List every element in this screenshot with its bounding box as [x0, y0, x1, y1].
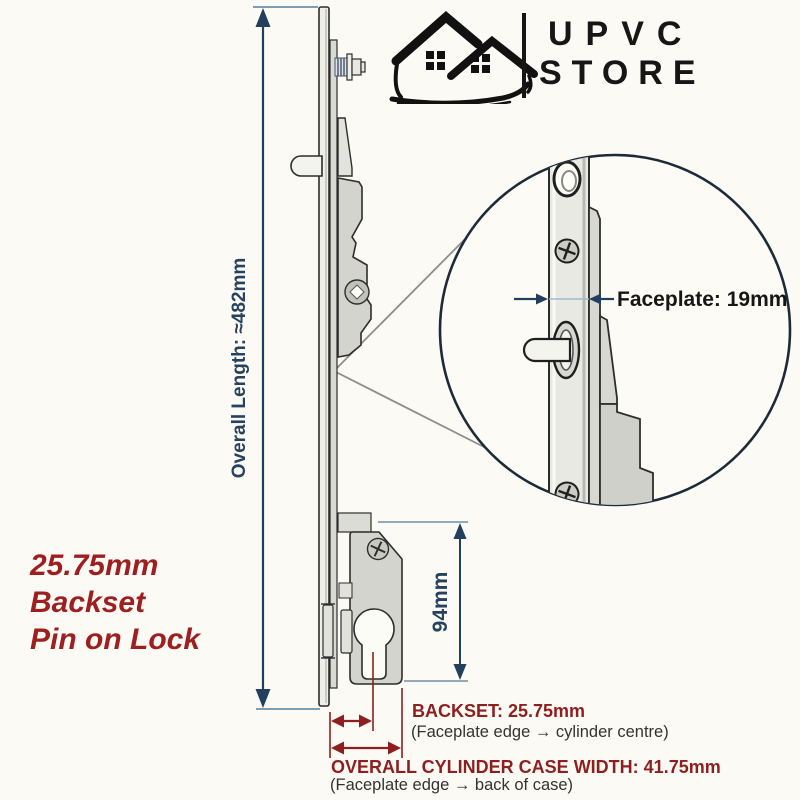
- arrow-up-icon: [255, 8, 271, 27]
- case-height-label: 94mm: [429, 571, 452, 633]
- arrow-right-icon: [388, 741, 401, 755]
- arrow-up-icon: [453, 523, 467, 539]
- case-width-title: OVERALL CYLINDER CASE WIDTH: 41.75mm: [331, 757, 721, 777]
- detail-circle: [438, 153, 792, 507]
- brand-name-bottom: STORE: [539, 54, 706, 92]
- house-logo-icon: [389, 11, 538, 104]
- backset-subtitle: (Faceplate edge → cylinder centre): [411, 723, 669, 741]
- faceplate-strip: [318, 6, 330, 707]
- case-width-dimension: [331, 741, 401, 755]
- note-line-3: Pin on Lock: [30, 623, 201, 656]
- euro-cylinder-cutout: [353, 608, 395, 680]
- backset-note: 25.75mm Backset Pin on Lock: [30, 547, 200, 658]
- arrow-left-icon: [331, 741, 344, 755]
- note-line-2: Backset: [30, 586, 146, 619]
- phillips-screw-icon: [554, 238, 580, 264]
- mushroom-pin-magnified: [522, 320, 581, 380]
- arrow-right-icon: [359, 714, 372, 728]
- phillips-screw-icon: [366, 537, 390, 561]
- backset-dimension: [329, 652, 403, 758]
- lock-side-view: [290, 6, 403, 707]
- adjuster-bolt: [334, 53, 366, 81]
- overall-length-label: Overall Length: ≈482mm: [229, 257, 250, 479]
- case-height-dimension: [378, 521, 468, 682]
- note-line-1: 25.75mm: [30, 549, 159, 582]
- case-edge-strip: [329, 39, 338, 689]
- top-wedge: [337, 117, 353, 177]
- case-step: [337, 512, 372, 533]
- arrow-down-icon: [255, 689, 271, 708]
- arrow-right-icon: [536, 293, 548, 305]
- arrow-left-icon: [589, 293, 601, 305]
- gearbox-magnified: [599, 403, 654, 505]
- case-width-subtitle: (Faceplate edge → back of case): [330, 776, 574, 794]
- mushroom-pin-icon: [290, 155, 323, 177]
- arrow-down-icon: [453, 664, 467, 680]
- slider-bars: [321, 582, 353, 659]
- arrow-left-icon: [331, 714, 344, 728]
- backset-title: BACKSET: 25.75mm: [412, 701, 586, 721]
- gearbox-case: [337, 177, 372, 358]
- case-edge-magnified: [588, 205, 601, 505]
- brand-name-top: UPVC: [548, 15, 695, 53]
- faceplate-label: Faceplate: 19mm: [617, 288, 788, 311]
- logo-divider: [522, 13, 526, 98]
- overall-length-dimension: [253, 6, 320, 710]
